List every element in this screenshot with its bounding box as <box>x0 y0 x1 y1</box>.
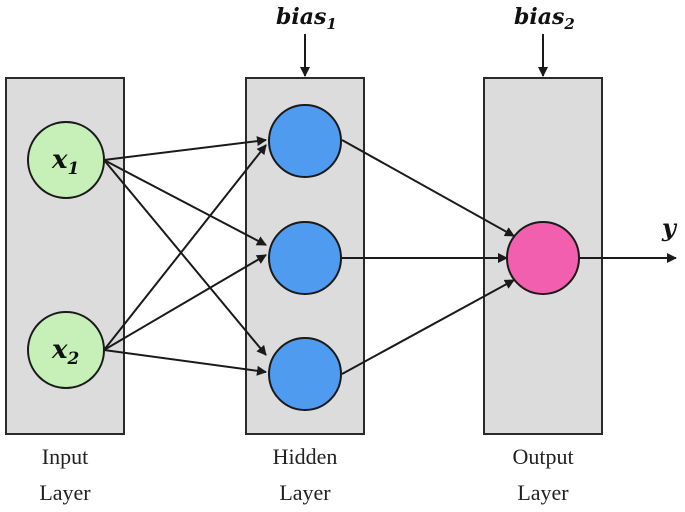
edge-x1-h1 <box>103 136 267 161</box>
input-node-x2 <box>27 311 105 389</box>
edge-x1-h2 <box>103 159 267 246</box>
input-label-x1: x1 <box>51 145 79 179</box>
input-layer-label-line1: Input <box>42 444 88 469</box>
input-label-x2: x2 <box>51 335 80 369</box>
input-node-x1 <box>27 121 105 199</box>
bias1-label: bias1 <box>276 4 337 33</box>
edge-x2-h2 <box>103 254 267 351</box>
output-node <box>506 221 580 295</box>
input-layer-label-line2: Layer <box>39 480 91 505</box>
edge-x1-h3 <box>103 159 267 356</box>
hidden-node-2 <box>268 221 342 295</box>
hidden-node-3 <box>268 337 342 411</box>
hidden-node-1 <box>268 104 342 178</box>
edge-x2-h3 <box>103 349 267 376</box>
bias2-label: bias2 <box>514 4 575 33</box>
output-layer-label-line1: Output <box>512 444 573 469</box>
hidden-layer-label-line1: Hidden <box>273 444 338 469</box>
edge-x2-h1 <box>103 144 267 351</box>
output-layer-label-line2: Layer <box>517 480 569 505</box>
output-y-label: y <box>661 213 678 242</box>
edge-h3-out <box>341 279 515 375</box>
hidden-layer-label-line2: Layer <box>279 480 331 505</box>
edge-h1-out <box>341 139 515 237</box>
